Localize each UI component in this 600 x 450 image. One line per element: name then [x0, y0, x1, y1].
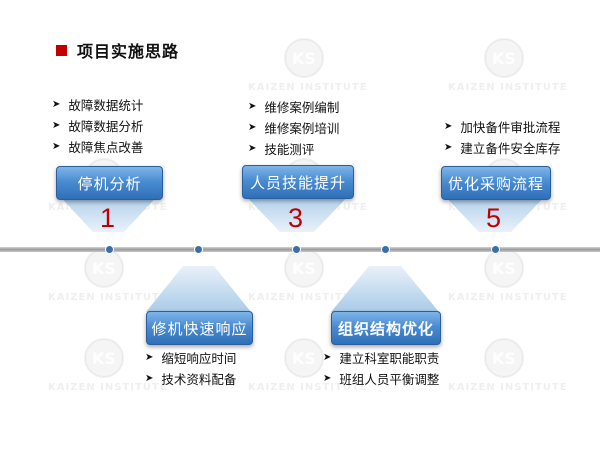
list-item: ➤技能测评: [248, 142, 315, 157]
list-item: ➤技术资料配备: [145, 372, 237, 387]
slide-title: 项目实施思路: [56, 38, 179, 62]
step-5-funnel: [441, 192, 549, 232]
step-1-item-list: ➤故障数据统计 ➤故障数据分析 ➤故障焦点改善: [52, 94, 143, 157]
step-4-item-list: ➤建立科室职能职责 ➤班组人员平衡调整: [323, 347, 439, 389]
svg-text:KS: KS: [292, 349, 316, 368]
watermark-text: KAIZEN INSTITUTE: [448, 292, 568, 303]
list-item: ➤加快备件审批流程: [444, 120, 561, 135]
list-item: ➤维修案例培训: [248, 121, 340, 136]
watermark-text: KAIZEN INSTITUTE: [248, 382, 368, 393]
watermark-text: KAIZEN INSTITUTE: [448, 82, 568, 93]
svg-text:KS: KS: [492, 349, 516, 368]
step-5-number: 5: [486, 203, 502, 233]
step-1-label-box: 停机分析: [56, 166, 163, 200]
step-3-funnel: [242, 192, 352, 232]
watermark-text: KAIZEN INSTITUTE: [48, 292, 168, 303]
watermark-logo-icon: KS: [484, 338, 524, 378]
step-1-number: 1: [100, 203, 116, 233]
watermark-logo-icon: KS: [284, 38, 324, 78]
watermark-text: KAIZEN INSTITUTE: [448, 382, 568, 393]
step-3-item-list: ➤维修案例编制 ➤维修案例培训 ➤技能测评: [248, 96, 339, 159]
arrow-bullet-icon: ➤: [145, 373, 154, 384]
watermark-logo-icon: KS: [84, 338, 124, 378]
svg-text:KS: KS: [492, 259, 516, 278]
list-item: ➤缩短响应时间: [145, 351, 237, 366]
step-2-item-list: ➤缩短响应时间 ➤技术资料配备: [145, 347, 236, 389]
timeline-dot-5: [491, 245, 500, 254]
title-bullet-square: [56, 44, 67, 56]
list-item: ➤故障数据统计: [52, 98, 144, 113]
step-3-label-box: 人员技能提升: [242, 165, 354, 199]
arrow-bullet-icon: ➤: [444, 121, 453, 132]
arrow-bullet-icon: ➤: [52, 99, 61, 110]
step-1-funnel: [56, 192, 161, 232]
svg-text:KS: KS: [292, 259, 316, 278]
arrow-bullet-icon: ➤: [248, 122, 257, 133]
list-item: ➤建立科室职能职责: [323, 351, 440, 366]
arrow-bullet-icon: ➤: [248, 101, 257, 112]
svg-text:KS: KS: [92, 259, 116, 278]
title-text: 项目实施思路: [77, 42, 180, 61]
timeline-dot-4: [381, 245, 390, 254]
watermark-text: KAIZEN INSTITUTE: [48, 382, 168, 393]
svg-text:KS: KS: [92, 349, 116, 368]
list-item: ➤班组人员平衡调整: [323, 372, 440, 387]
watermark-text: KAIZEN INSTITUTE: [248, 82, 368, 93]
list-item: ➤故障数据分析: [52, 119, 144, 134]
step-2-label-box: 修机快速响应: [146, 311, 253, 345]
svg-text:KS: KS: [292, 49, 316, 68]
timeline-dot-3: [292, 245, 301, 254]
watermark-logo-icon: KS: [284, 338, 324, 378]
watermark-text: KAIZEN INSTITUTE: [248, 292, 368, 303]
timeline-dot-2: [194, 245, 203, 254]
step-4-label-box: 组织结构优化: [331, 311, 441, 345]
list-item: ➤建立备件安全库存: [444, 141, 561, 156]
arrow-bullet-icon: ➤: [145, 352, 154, 363]
step-5-item-list: ➤加快备件审批流程 ➤建立备件安全库存: [444, 116, 560, 158]
step-5-label-box: 优化采购流程: [441, 166, 551, 200]
arrow-bullet-icon: ➤: [52, 141, 61, 152]
step-4-funnel: [331, 266, 439, 312]
arrow-bullet-icon: ➤: [323, 352, 332, 363]
watermark-logo-icon: KS: [484, 38, 524, 78]
list-item: ➤故障焦点改善: [52, 140, 144, 155]
arrow-bullet-icon: ➤: [444, 142, 453, 153]
arrow-bullet-icon: ➤: [52, 120, 61, 131]
timeline-dot-1: [105, 245, 114, 254]
svg-text:KS: KS: [492, 49, 516, 68]
list-item: ➤维修案例编制: [248, 100, 340, 115]
step-3-number: 3: [288, 203, 304, 233]
watermark-logo-icon: KS: [484, 248, 524, 288]
arrow-bullet-icon: ➤: [248, 143, 257, 154]
watermark-logo-icon: KS: [284, 248, 324, 288]
step-2-funnel: [146, 266, 251, 312]
arrow-bullet-icon: ➤: [323, 373, 332, 384]
